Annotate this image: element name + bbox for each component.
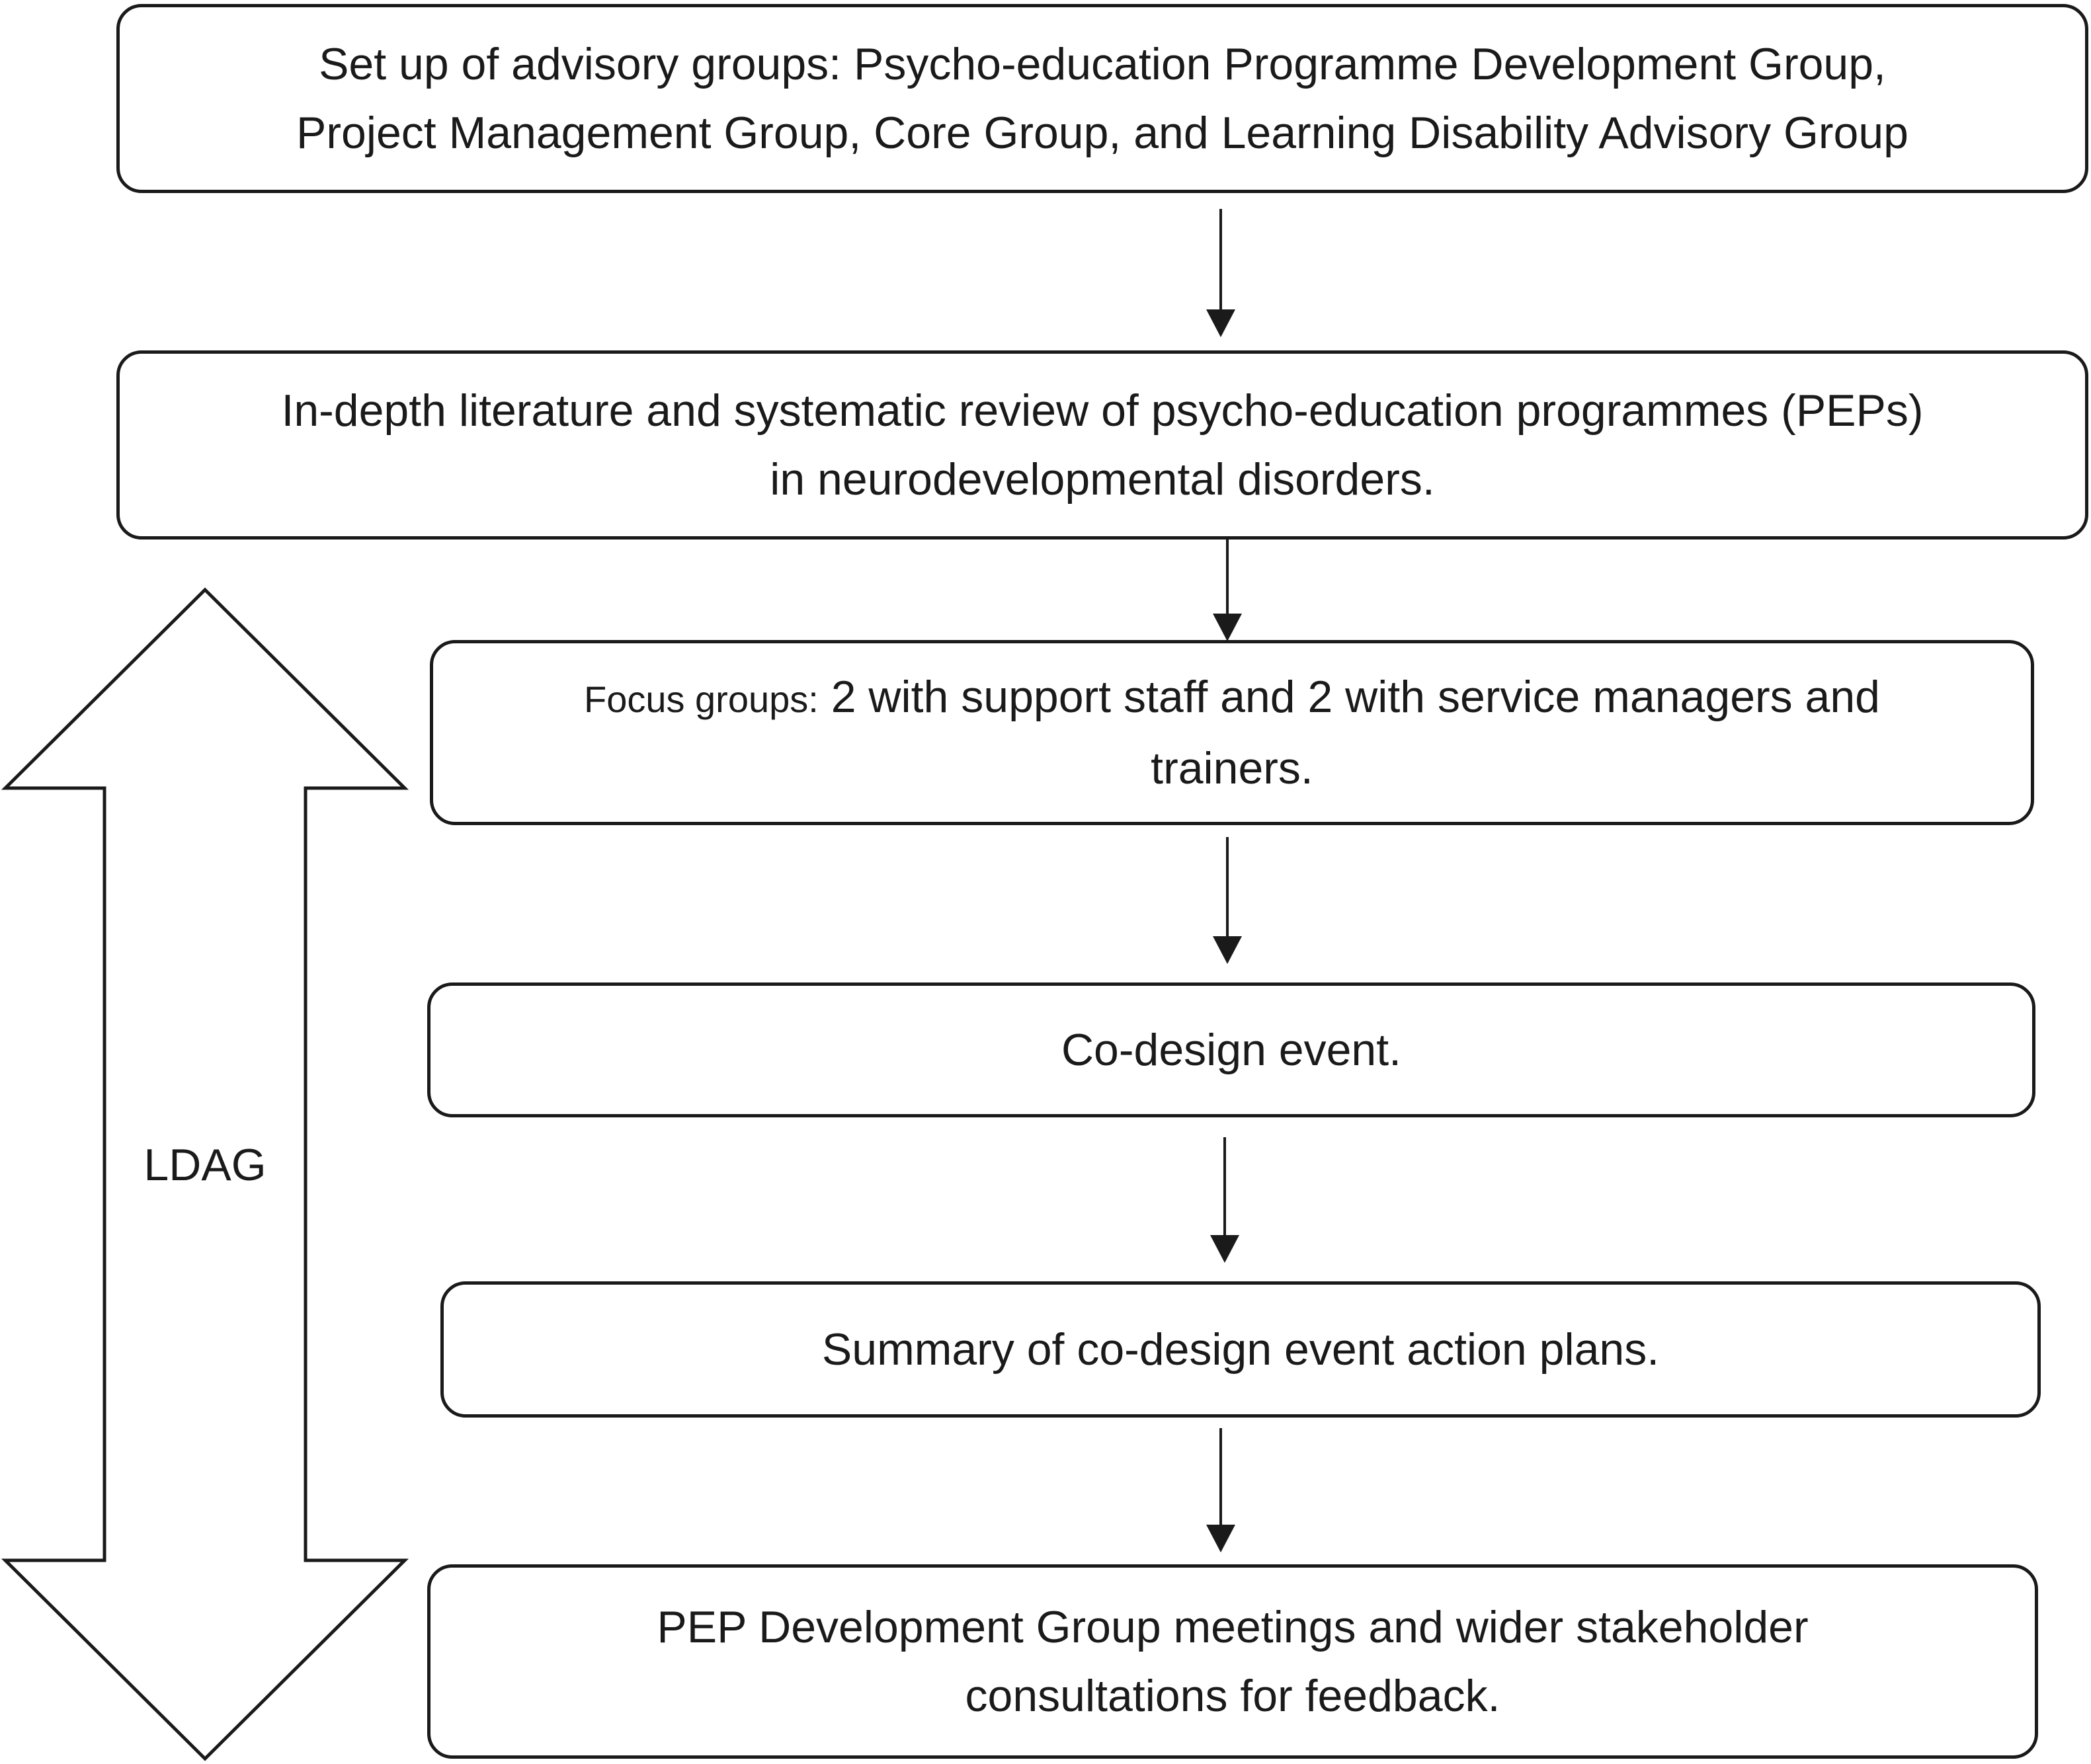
- connector-arrow-1: [1206, 209, 1235, 337]
- connector-arrow-5: [1206, 1428, 1235, 1552]
- focus-groups-lead: Focus groups:: [583, 678, 819, 720]
- step-box-action-plans-summary: Summary of co-design event action plans.: [440, 1281, 2041, 1418]
- step-text-line: trainers.: [1151, 743, 1313, 793]
- connector-arrow-4: [1210, 1137, 1239, 1263]
- step-text-line: consultations for feedback.: [965, 1671, 1500, 1721]
- step-text: Set up of advisory groups: Psycho-educat…: [296, 30, 1908, 167]
- step-text-line: In-depth literature and systematic revie…: [281, 385, 1924, 436]
- ldag-double-arrow: [1, 587, 409, 1761]
- step-text: Summary of co-design event action plans.: [822, 1315, 1659, 1384]
- connector-arrow-3: [1213, 837, 1242, 964]
- step-text-line: Set up of advisory groups: Psycho-educat…: [319, 39, 1886, 89]
- step-box-literature-review: In-depth literature and systematic revie…: [116, 350, 2088, 540]
- connector-arrow-2: [1213, 537, 1242, 641]
- focus-groups-detail: 2 with support staff and 2 with service …: [818, 672, 1880, 722]
- step-text-line: Summary of co-design event action plans.: [821, 1324, 1660, 1375]
- step-box-advisory-groups: Set up of advisory groups: Psycho-educat…: [116, 4, 2088, 193]
- step-text-line: Project Management Group, Core Group, an…: [296, 108, 1908, 158]
- ldag-label: LDAG: [144, 1140, 266, 1190]
- step-text-line: PEP Development Group meetings and wider…: [657, 1602, 1809, 1652]
- step-text: PEP Development Group meetings and wider…: [657, 1593, 1808, 1730]
- step-text: Focus groups: 2 with support staff and 2…: [584, 662, 1880, 803]
- step-text-line: Focus groups: 2 with support staff and 2…: [584, 662, 1880, 734]
- step-text: In-depth literature and systematic revie…: [281, 376, 1923, 514]
- step-text: Co-design event.: [1061, 1016, 1401, 1084]
- step-box-co-design-event: Co-design event.: [427, 982, 2035, 1117]
- step-text-line: in neurodevelopmental disorders.: [770, 454, 1435, 504]
- step-box-focus-groups: Focus groups: 2 with support staff and 2…: [430, 640, 2034, 825]
- step-box-pep-development-meetings: PEP Development Group meetings and wider…: [427, 1564, 2038, 1759]
- step-text-line: Co-design event.: [1061, 1025, 1402, 1075]
